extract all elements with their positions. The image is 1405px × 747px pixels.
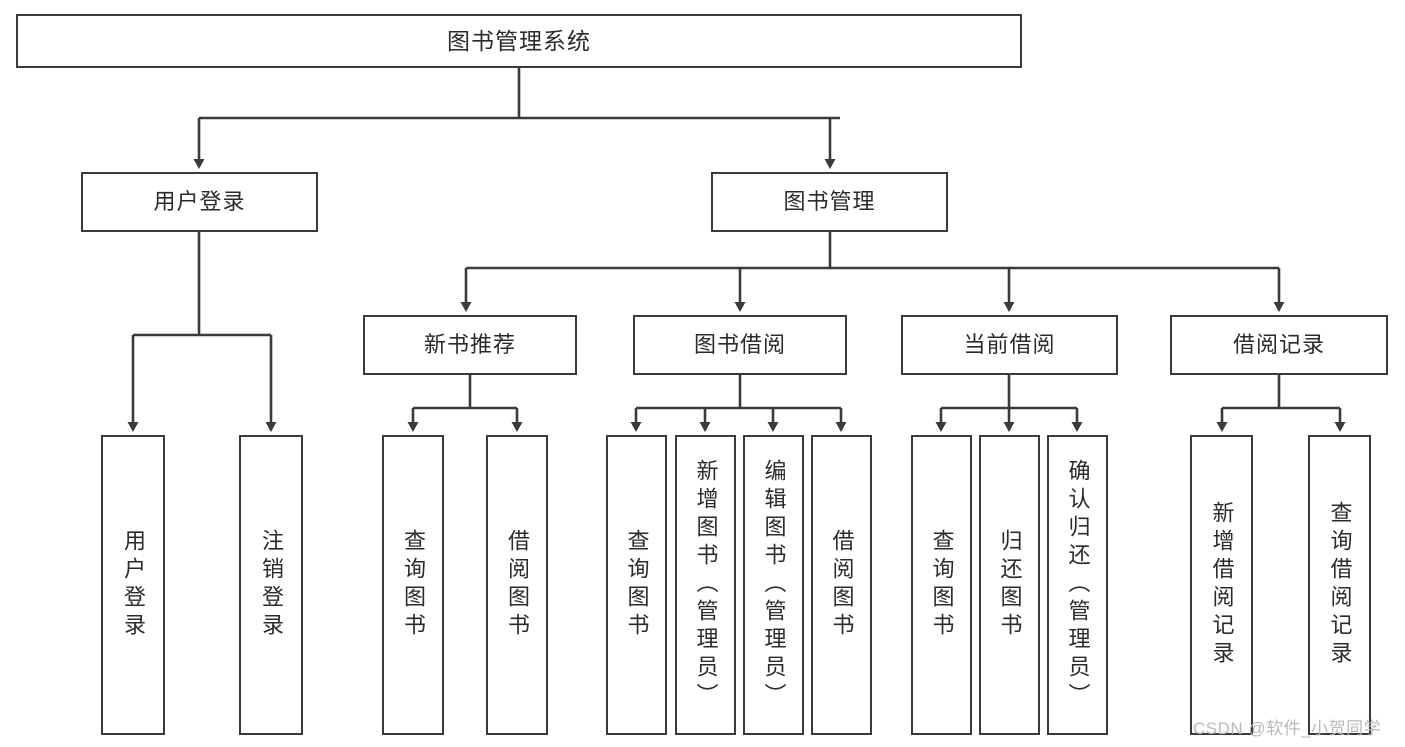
leaf-book-borrow-add-book-admin[interactable]: 新增图书（管理员） — [675, 435, 736, 735]
leaf-current-borrow-return-book[interactable]: 归还图书 — [979, 435, 1040, 735]
node-book-borrow[interactable]: 图书借阅 — [633, 315, 847, 375]
node-label: 新增借阅记录 — [1209, 501, 1235, 669]
node-label: 查询图书 — [624, 529, 650, 641]
node-borrow-record[interactable]: 借阅记录 — [1170, 315, 1388, 375]
node-label: 当前借阅 — [963, 332, 1056, 357]
leaf-user-login-login[interactable]: 用户登录 — [101, 435, 165, 735]
node-label: 图书管理系统 — [447, 27, 591, 54]
node-label: 新书推荐 — [423, 332, 516, 357]
node-label: 用户登录 — [153, 189, 246, 214]
node-label: 借阅图书 — [829, 529, 855, 641]
node-label: 新增图书（管理员） — [693, 459, 719, 711]
leaf-book-borrow-borrow-book[interactable]: 借阅图书 — [811, 435, 872, 735]
node-label: 借阅记录 — [1232, 332, 1325, 357]
leaf-current-borrow-query-book[interactable]: 查询图书 — [911, 435, 972, 735]
node-current-borrow[interactable]: 当前借阅 — [901, 315, 1118, 375]
node-label: 图书借阅 — [693, 332, 786, 357]
node-label: 查询图书 — [401, 529, 426, 641]
node-label: 查询借阅记录 — [1327, 501, 1353, 669]
leaf-new-book-query-book[interactable]: 查询图书 — [382, 435, 444, 735]
node-book-management[interactable]: 图书管理 — [711, 172, 948, 232]
node-root-book-management-system[interactable]: 图书管理系统 — [16, 14, 1022, 68]
node-label: 用户登录 — [121, 529, 146, 641]
node-label: 注销登录 — [259, 529, 284, 641]
node-label: 编辑图书（管理员） — [761, 459, 787, 711]
node-new-book-recommend[interactable]: 新书推荐 — [363, 315, 577, 375]
node-label: 归还图书 — [997, 529, 1023, 641]
node-label: 查询图书 — [929, 529, 955, 641]
leaf-current-borrow-confirm-return-admin[interactable]: 确认归还（管理员） — [1047, 435, 1108, 735]
node-user-login[interactable]: 用户登录 — [81, 172, 318, 232]
watermark-text: CSDN @软件_小贺同学 — [1193, 719, 1382, 738]
leaf-user-login-logout[interactable]: 注销登录 — [239, 435, 303, 735]
leaf-new-book-borrow-book[interactable]: 借阅图书 — [486, 435, 548, 735]
node-label: 借阅图书 — [505, 529, 530, 641]
leaf-book-borrow-query-book[interactable]: 查询图书 — [606, 435, 667, 735]
node-label: 图书管理 — [783, 189, 876, 214]
leaf-borrow-record-query-record[interactable]: 查询借阅记录 — [1308, 435, 1371, 735]
leaf-borrow-record-add-record[interactable]: 新增借阅记录 — [1190, 435, 1253, 735]
leaf-book-borrow-edit-book-admin[interactable]: 编辑图书（管理员） — [743, 435, 804, 735]
node-label: 确认归还（管理员） — [1065, 459, 1091, 711]
